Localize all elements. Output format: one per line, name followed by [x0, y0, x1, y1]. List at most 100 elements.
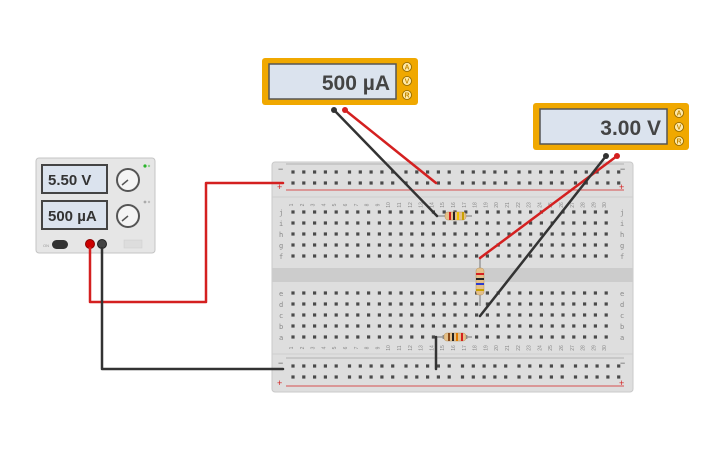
breadboard-hole[interactable]	[453, 221, 457, 225]
breadboard-hole[interactable]	[507, 302, 511, 306]
breadboard-hole[interactable]	[485, 313, 489, 317]
rail-hole[interactable]	[447, 181, 451, 185]
breadboard-hole[interactable]	[583, 221, 587, 225]
breadboard-hole[interactable]	[464, 291, 468, 295]
breadboard-hole[interactable]	[453, 313, 457, 317]
breadboard-hole[interactable]	[561, 254, 565, 258]
breadboard-hole[interactable]	[302, 243, 306, 247]
resistor-r3[interactable]	[436, 332, 472, 342]
power-supply[interactable]: 5.50 V 500 µA ON	[35, 157, 156, 254]
breadboard-hole[interactable]	[583, 210, 587, 214]
rail-hole[interactable]	[358, 181, 362, 185]
rail-hole[interactable]	[504, 181, 508, 185]
breadboard-hole[interactable]	[593, 313, 597, 317]
breadboard-hole[interactable]	[367, 291, 371, 295]
breadboard-hole[interactable]	[377, 210, 381, 214]
breadboard-hole[interactable]	[323, 243, 327, 247]
breadboard-hole[interactable]	[583, 254, 587, 258]
breadboard-hole[interactable]	[421, 221, 425, 225]
rail-hole[interactable]	[460, 375, 465, 379]
breadboard-hole[interactable]	[464, 210, 468, 214]
breadboard-hole[interactable]	[583, 232, 587, 236]
rail-hole[interactable]	[347, 364, 352, 368]
breadboard-hole[interactable]	[507, 232, 511, 236]
rail-hole[interactable]	[426, 375, 430, 379]
breadboard-hole[interactable]	[593, 291, 597, 295]
breadboard-hole[interactable]	[334, 243, 338, 247]
breadboard-hole[interactable]	[593, 254, 597, 258]
rail-hole[interactable]	[517, 364, 521, 368]
breadboard-hole[interactable]	[539, 232, 543, 236]
rail-hole[interactable]	[617, 364, 621, 368]
resistor-r1[interactable]	[437, 211, 472, 221]
breadboard-hole[interactable]	[529, 335, 533, 339]
breadboard-hole[interactable]	[367, 254, 371, 258]
breadboard-hole[interactable]	[496, 232, 500, 236]
breadboard-hole[interactable]	[291, 254, 295, 258]
rail-hole[interactable]	[347, 170, 352, 174]
rail-hole[interactable]	[606, 375, 610, 379]
breadboard-hole[interactable]	[572, 335, 576, 339]
breadboard-hole[interactable]	[431, 302, 435, 306]
breadboard-hole[interactable]	[388, 232, 392, 236]
breadboard-hole[interactable]	[604, 243, 608, 247]
wire-supply-negative-to-bottom-rail[interactable]	[100, 246, 285, 371]
rail-hole[interactable]	[380, 170, 384, 174]
breadboard-hole[interactable]	[410, 313, 414, 317]
rail-hole[interactable]	[436, 375, 440, 379]
breadboard-hole[interactable]	[367, 313, 371, 317]
breadboard-hole[interactable]	[529, 254, 533, 258]
breadboard-hole[interactable]	[399, 302, 403, 306]
breadboard-hole[interactable]	[377, 232, 381, 236]
breadboard-hole[interactable]	[539, 243, 543, 247]
rail-hole[interactable]	[404, 364, 408, 368]
rail-hole[interactable]	[549, 364, 553, 368]
breadboard-hole[interactable]	[334, 302, 338, 306]
rail-hole[interactable]	[584, 375, 588, 379]
breadboard-hole[interactable]	[356, 335, 360, 339]
breadboard-hole[interactable]	[313, 302, 317, 306]
breadboard-hole[interactable]	[377, 221, 381, 225]
breadboard-hole[interactable]	[313, 254, 317, 258]
breadboard-hole[interactable]	[367, 232, 371, 236]
breadboard-hole[interactable]	[399, 335, 403, 339]
breadboard-hole[interactable]	[529, 324, 533, 328]
bottom-rail-holes[interactable]	[291, 364, 621, 379]
breadboard-hole[interactable]	[572, 324, 576, 328]
rail-hole[interactable]	[617, 375, 621, 379]
rail-hole[interactable]	[617, 181, 621, 185]
breadboard-hole[interactable]	[334, 335, 338, 339]
breadboard-hole[interactable]	[367, 302, 371, 306]
breadboard-hole[interactable]	[442, 221, 446, 225]
breadboard-hole[interactable]	[442, 210, 446, 214]
rail-hole[interactable]	[447, 170, 451, 174]
breadboard-hole[interactable]	[410, 335, 414, 339]
breadboard-hole[interactable]	[518, 221, 522, 225]
rail-hole[interactable]	[323, 181, 327, 185]
breadboard-hole[interactable]	[507, 335, 511, 339]
breadboard-hole[interactable]	[431, 324, 435, 328]
breadboard-hole[interactable]	[442, 243, 446, 247]
breadboard-hole[interactable]	[442, 324, 446, 328]
wire-ammeter-positive-to-rail[interactable]	[343, 108, 438, 185]
breadboard-hole[interactable]	[302, 302, 306, 306]
breadboard-hole[interactable]	[421, 335, 425, 339]
breadboard-hole[interactable]	[475, 210, 479, 214]
breadboard-hole[interactable]	[356, 291, 360, 295]
terminal-holes-top[interactable]	[291, 210, 608, 258]
rail-hole[interactable]	[334, 364, 338, 368]
breadboard-hole[interactable]	[388, 210, 392, 214]
breadboard-hole[interactable]	[507, 243, 511, 247]
breadboard-hole[interactable]	[421, 243, 425, 247]
rail-hole[interactable]	[517, 375, 521, 379]
breadboard-hole[interactable]	[442, 254, 446, 258]
rail-hole[interactable]	[493, 375, 497, 379]
breadboard-hole[interactable]	[561, 302, 565, 306]
rail-hole[interactable]	[313, 170, 317, 174]
rail-hole[interactable]	[560, 375, 564, 379]
wire-supply-positive-to-top-rail[interactable]	[88, 181, 285, 304]
voltage-knob[interactable]	[116, 168, 140, 192]
breadboard-hole[interactable]	[496, 254, 500, 258]
breadboard-hole[interactable]	[475, 221, 479, 225]
